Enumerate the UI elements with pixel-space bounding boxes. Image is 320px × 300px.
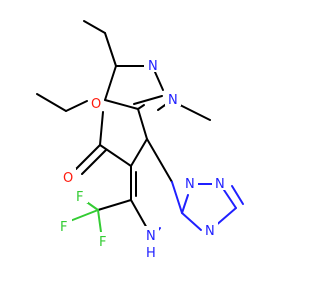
bond [104, 99, 139, 110]
bond [146, 138, 173, 183]
carbonyl-oxygen-label: O [63, 171, 73, 186]
ester-oxygen-label: O [91, 97, 101, 112]
bond [181, 194, 189, 214]
bond [81, 149, 107, 175]
triazole-n1-label: N [185, 177, 195, 192]
bond [69, 209, 99, 222]
bond [36, 93, 67, 112]
bond [83, 20, 106, 34]
pyrazole-n2-label: N [148, 59, 158, 74]
bonds [36, 20, 244, 242]
bond [97, 199, 132, 211]
triazole-n3-label: N [205, 224, 215, 239]
bond [179, 104, 211, 121]
triazole-n2-label: N [215, 177, 225, 192]
bond [65, 100, 88, 112]
bond [104, 65, 117, 101]
amine-h-label: H [146, 246, 156, 261]
bond [154, 71, 164, 91]
bond [181, 212, 202, 231]
fluorine-2-label: F [60, 220, 67, 235]
molecule-diagram: O O N N N N N N H F F F [36, 20, 244, 261]
bond [130, 199, 149, 231]
bond [104, 32, 117, 67]
bond [137, 108, 148, 140]
bond [223, 189, 237, 209]
amine-n-label: N [146, 229, 156, 244]
bond [97, 209, 102, 233]
bond [137, 104, 145, 110]
pyrazole-n1-label: N [168, 93, 178, 108]
bond [99, 111, 104, 146]
bond [99, 144, 132, 167]
bond [171, 181, 183, 214]
atom-labels: O O N N N N N N H F F F [58, 56, 228, 261]
bond [75, 144, 101, 170]
bond [130, 138, 148, 167]
fluorine-3-label: F [99, 235, 106, 250]
fluorine-1-label: F [76, 190, 83, 205]
bond [231, 185, 244, 205]
bond [133, 95, 163, 105]
